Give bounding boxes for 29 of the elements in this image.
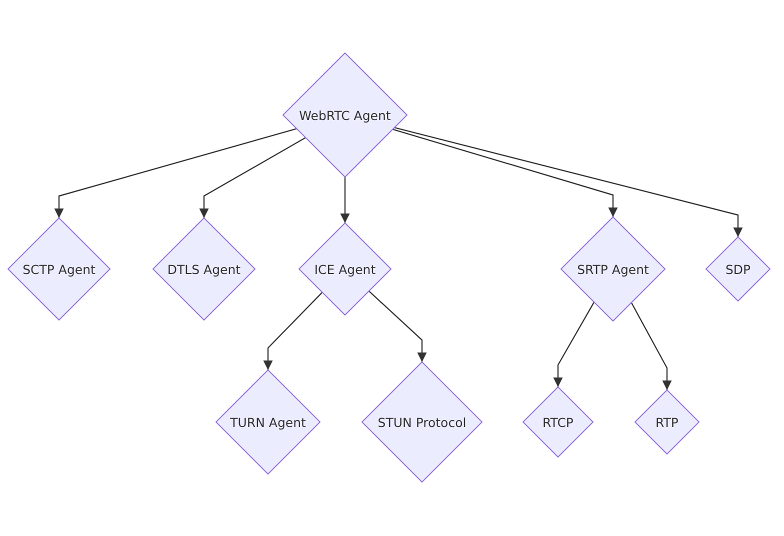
- decision-diamond: [216, 370, 320, 474]
- node-label: DTLS Agent: [167, 262, 241, 276]
- node-label: ICE Agent: [314, 262, 376, 276]
- node-label: SCTP Agent: [22, 262, 96, 276]
- arrow: [394, 127, 743, 237]
- decision-diamond: [299, 223, 391, 315]
- node-label: SRTP Agent: [577, 262, 649, 276]
- node-label: RTP: [656, 414, 678, 430]
- arrow: [263, 292, 323, 370]
- node-label: WebRTC Agent: [299, 108, 391, 122]
- arrow: [54, 128, 297, 218]
- decision-diamond: [283, 53, 407, 177]
- arrow: [630, 302, 672, 390]
- node-label: STUN Protocol: [378, 414, 466, 430]
- arrow: [368, 290, 427, 362]
- arrow: [340, 177, 350, 223]
- decision-diamond: [706, 237, 770, 301]
- decision-diamond: [153, 218, 255, 320]
- decision-diamond: [8, 218, 110, 320]
- decision-diamond: [523, 387, 593, 457]
- node-label: TURN Agent: [230, 414, 306, 430]
- arrow: [553, 302, 595, 387]
- node-label: SDP: [725, 262, 751, 276]
- decision-diamond: [362, 362, 482, 482]
- node-label: RTCP: [542, 414, 574, 430]
- arrow: [392, 128, 618, 217]
- decision-diamond: [635, 390, 699, 454]
- decision-diamond: [561, 217, 665, 321]
- arrow: [199, 137, 306, 218]
